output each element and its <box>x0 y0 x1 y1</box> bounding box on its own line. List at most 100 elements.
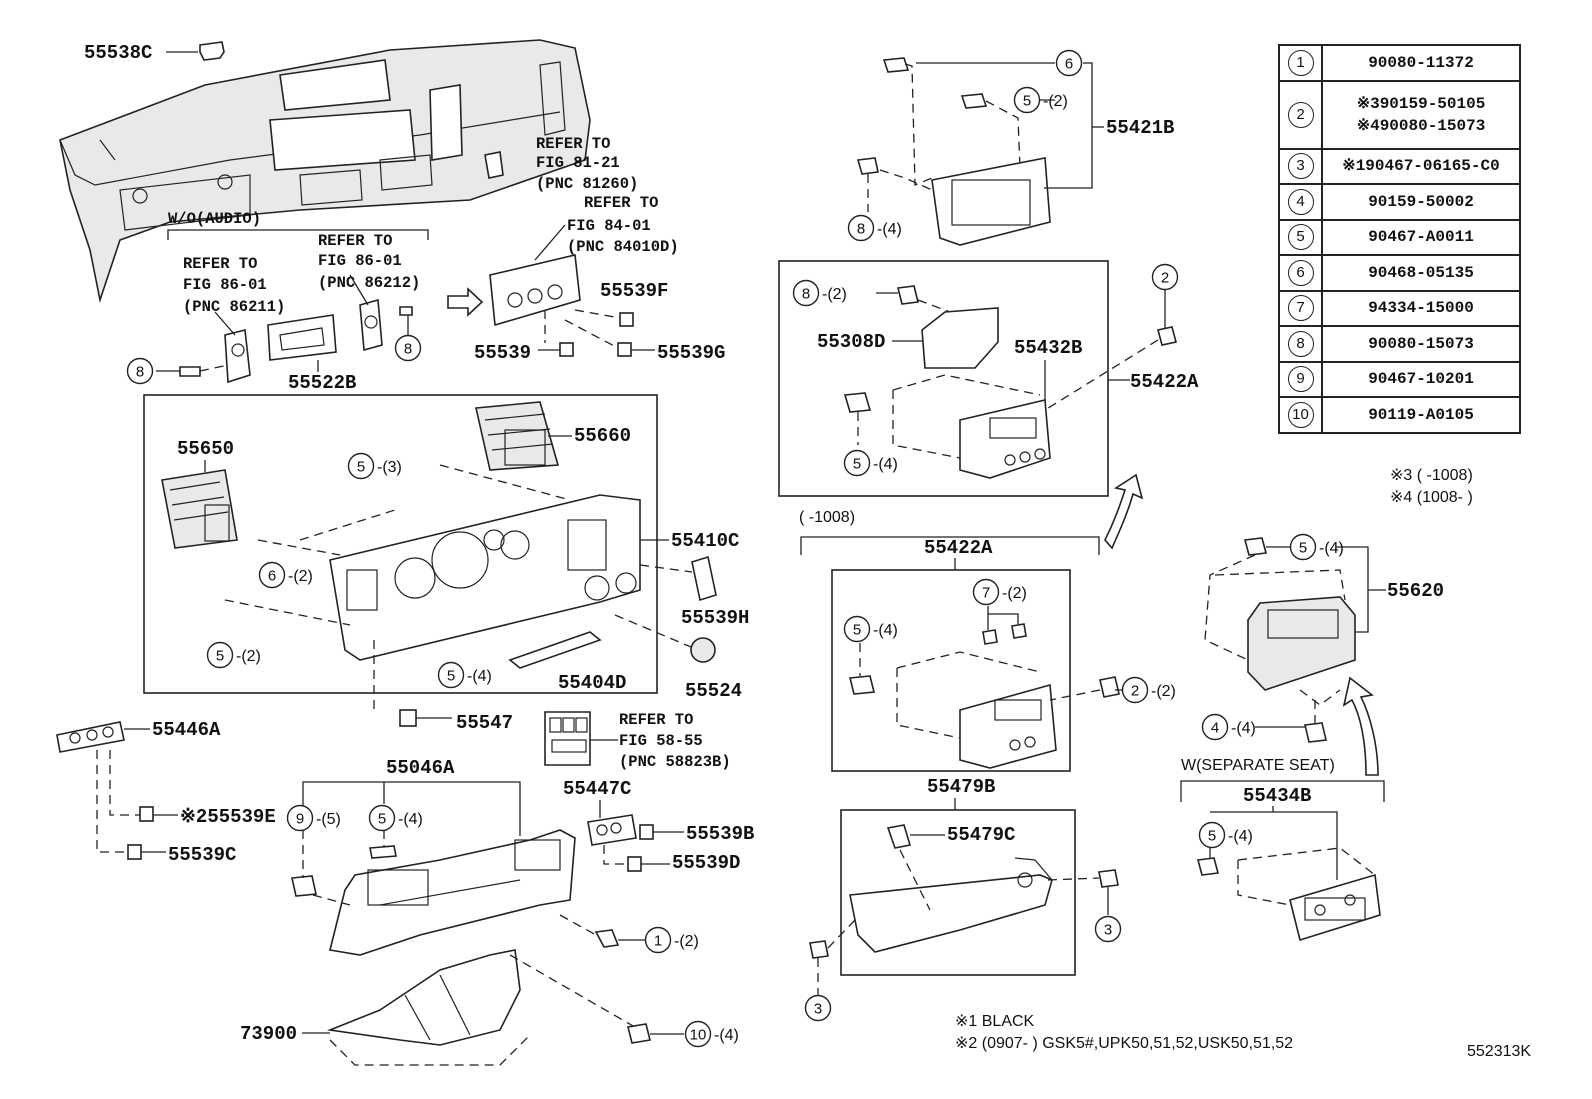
callout-c5_b: 5-(2) <box>206 641 261 669</box>
part-55434B: 55434B <box>1243 785 1311 807</box>
note-1: ※1 BLACK <box>955 1013 1035 1030</box>
callout-number: 8 <box>136 364 144 381</box>
refer-pnc: (PNC 81260) <box>536 175 638 193</box>
refer-pnc: (PNC 86212) <box>318 274 420 292</box>
callout-number: 5 <box>1023 93 1031 110</box>
callout-circle <box>843 615 871 643</box>
callout-quantity: -(4) <box>1319 540 1344 557</box>
part-55446A: 55446A <box>152 719 221 741</box>
callout-circle <box>1121 676 1149 704</box>
callout-c3_b: 3 <box>804 994 832 1022</box>
callout-circle <box>1289 533 1317 561</box>
callout-c5_c: 5-(4) <box>437 661 492 689</box>
callout-number: 5 <box>1299 540 1307 557</box>
switch-panel-55446A-part <box>56 721 125 753</box>
knob-55524-part <box>690 637 716 663</box>
range-label: ( -1008) <box>799 509 855 526</box>
refer-pnc: (PNC 84010D) <box>567 238 679 256</box>
box-55434B-part <box>1289 873 1381 942</box>
callout-c5_a: 5-(3) <box>347 452 402 480</box>
part-number: 90080-11372 <box>1368 53 1474 72</box>
callout-quantity: -(4) <box>873 622 898 639</box>
part-number: 94334-15000 <box>1368 299 1474 318</box>
cluster-finish-55410C-part <box>329 494 641 661</box>
callout-c2_mid: 2 <box>1151 263 1179 291</box>
part-55539C: 55539C <box>168 844 236 866</box>
callout-circle <box>804 994 832 1022</box>
callout-quantity: -(2) <box>1043 93 1068 110</box>
key-number-circle: 5 <box>1287 224 1314 251</box>
table-part-number-cell: 90080-15073 <box>1321 325 1521 363</box>
part-55421B: 55421B <box>1106 117 1174 139</box>
vent-55660-part <box>475 401 560 471</box>
refer-line: REFER TO <box>584 194 658 212</box>
callout-c8_mid: 8-(2) <box>792 279 847 307</box>
table-key-cell: 1 <box>1278 44 1323 82</box>
callout-circle <box>1094 915 1122 943</box>
callout-number: 8 <box>857 221 865 238</box>
part-55539E: ※255539E <box>180 806 276 828</box>
callout-quantity: -(2) <box>674 933 699 950</box>
callout-number: 5 <box>853 622 861 639</box>
key-number-circle: 7 <box>1287 295 1314 322</box>
vent-55650-part <box>161 469 238 549</box>
bracket-55308D-part <box>921 307 999 369</box>
callout-number: 6 <box>1065 56 1073 73</box>
table-key-cell: 3 <box>1278 147 1323 185</box>
callout-number: 5 <box>216 648 224 665</box>
key-number-circle: 3 <box>1287 153 1314 180</box>
part-55308D: 55308D <box>817 331 885 353</box>
table-row: 1 90080-11372 <box>1278 44 1521 82</box>
table-part-number-cell: 94334-15000 <box>1321 289 1521 327</box>
part-number: 90159-50002 <box>1368 192 1474 211</box>
callout-c10: 10-(4) <box>684 1020 739 1048</box>
bezel-55422A-part <box>959 683 1057 769</box>
callout-circle <box>847 214 875 242</box>
plug-55539H-part <box>691 555 717 602</box>
part-55539H: 55539H <box>681 607 749 629</box>
callout-circle <box>286 804 314 832</box>
callout-number: 5 <box>378 811 386 828</box>
callout-circle <box>792 279 820 307</box>
parts-number-table: 1 90080-11372 2※390159-50105※490080-15073 3… <box>1278 44 1521 434</box>
callout-number: 3 <box>1104 922 1112 939</box>
callout-quantity: -(5) <box>316 811 341 828</box>
refer-line: REFER TO <box>536 135 610 153</box>
part-55404D: 55404D <box>558 672 626 694</box>
callout-circle <box>258 561 286 589</box>
refer-block-84-01: REFER TO FIG 84-01 (PNC 84010D) <box>447 194 679 327</box>
callout-number: 5 <box>1208 828 1216 845</box>
refer-line: REFER TO <box>183 255 257 273</box>
refer-block-86-01-a: REFER TO FIG 86-01 (PNC 86211) <box>183 255 285 316</box>
refer-fig: FIG 81-21 <box>536 154 620 172</box>
callout-quantity: -(4) <box>398 811 423 828</box>
audio-bezel-group-box <box>778 260 1109 497</box>
callout-number: 5 <box>447 668 455 685</box>
table-row: 2※390159-50105※490080-15073 <box>1278 79 1521 150</box>
part-55479C: 55479C <box>947 824 1015 846</box>
part-55660: 55660 <box>574 425 631 447</box>
key-number-circle: 8 <box>1287 330 1314 357</box>
glove-box-73900-part <box>326 949 521 1046</box>
screw-4-part <box>1304 722 1327 743</box>
callout-quantity: -(3) <box>377 459 402 476</box>
cluster-panel-group-box <box>143 394 658 694</box>
audio-bezel-old-group-box <box>831 569 1071 772</box>
callout-quantity: -(2) <box>822 286 847 303</box>
part-55538C: 55538C <box>84 42 152 64</box>
callout-c6_top: 6 <box>1055 49 1083 77</box>
screw-1-part <box>594 929 646 948</box>
part-number: 90080-15073 <box>1368 334 1474 353</box>
refer-block-58-55: REFER TO FIG 58-55 (PNC 58823B) <box>619 711 731 771</box>
table-part-number-cell: 90080-11372 <box>1321 44 1521 82</box>
callout-c9: 9-(5) <box>286 804 341 832</box>
callout-c5_d: 5 -(4) <box>843 615 898 643</box>
note-s3: ※3 ( -1008) <box>1390 467 1473 484</box>
callout-c5_e: 5 -(4) <box>1289 533 1344 561</box>
callout-quantity: -(4) <box>1231 720 1256 737</box>
callout-c1: 1-(2) <box>644 926 699 954</box>
